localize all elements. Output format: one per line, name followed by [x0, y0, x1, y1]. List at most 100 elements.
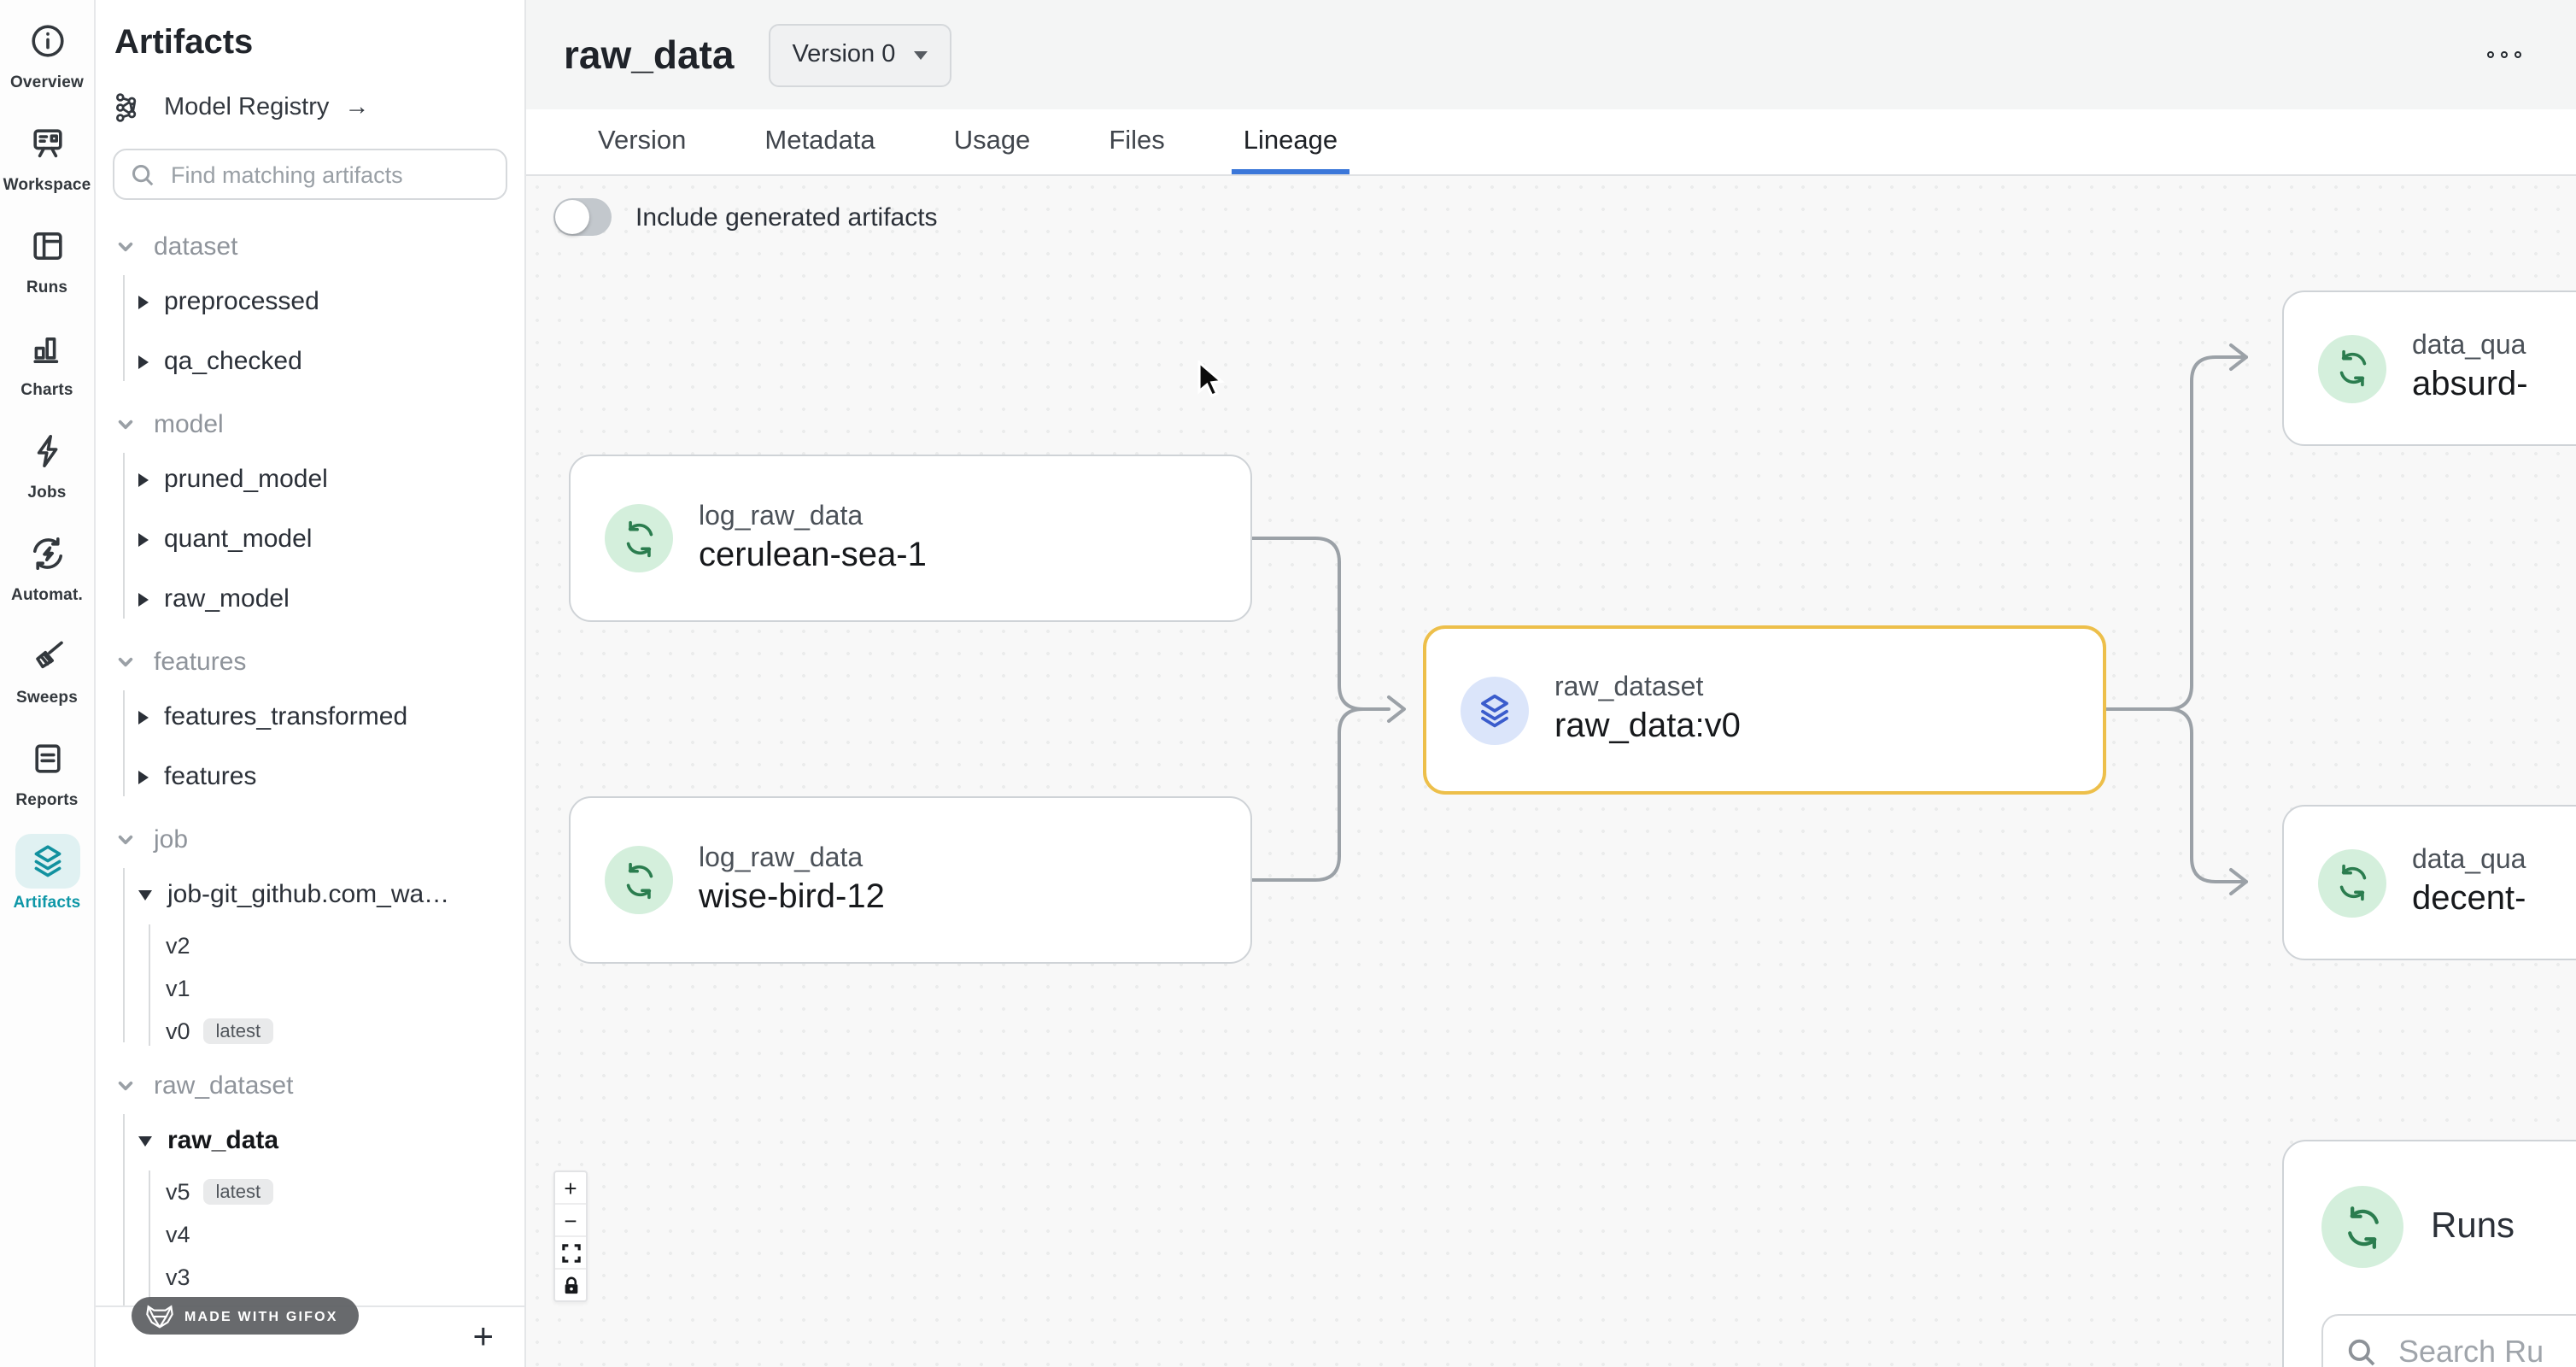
- zoom-in-button[interactable]: +: [555, 1172, 586, 1205]
- chevron-down-icon: [118, 419, 133, 429]
- sidebar-title: Artifacts: [114, 24, 254, 62]
- tree-section-header[interactable]: features: [116, 636, 524, 687]
- triangle-right-icon: [138, 770, 149, 783]
- artifact-search-input[interactable]: [167, 160, 490, 189]
- model-registry-label: Model Registry: [164, 94, 330, 121]
- version-dropdown-button[interactable]: Version 0: [768, 23, 952, 86]
- dataset-layers-icon: [1461, 676, 1529, 744]
- canvas-zoom-controls: + −: [553, 1170, 588, 1302]
- tree-item[interactable]: features_transformed: [116, 687, 524, 747]
- node-type-label: log_raw_data: [699, 502, 864, 531]
- rail-item-sweeps[interactable]: Sweeps: [3, 629, 91, 707]
- rail-item-overview[interactable]: Overview: [3, 14, 91, 92]
- node-type-label: data_qua: [2412, 331, 2526, 361]
- version-row[interactable]: v4: [166, 1222, 190, 1247]
- fit-view-button[interactable]: [555, 1237, 586, 1270]
- tab-usage[interactable]: Usage: [953, 126, 1031, 155]
- triangle-right-icon: [138, 472, 149, 486]
- tab-files[interactable]: Files: [1109, 126, 1165, 155]
- triangle-right-icon: [138, 355, 149, 368]
- automation-cycle-icon: [15, 526, 79, 581]
- lineage-canvas[interactable]: Include generated artifacts log_raw_data…: [526, 176, 2576, 1367]
- tree-item[interactable]: job-git_github.com_wa…: [116, 865, 524, 924]
- triangle-right-icon: [138, 710, 149, 724]
- tab-lineage[interactable]: Lineage: [1231, 109, 1350, 174]
- runs-panel[interactable]: Runs: [2282, 1140, 2576, 1367]
- node-name: cerulean-sea-1: [699, 536, 927, 573]
- include-generated-toggle[interactable]: [553, 198, 612, 236]
- tree-item[interactable]: raw_model: [116, 569, 524, 629]
- run-icon: [605, 504, 673, 572]
- zoom-out-button[interactable]: −: [555, 1205, 586, 1237]
- mouse-cursor: [1197, 361, 1225, 398]
- chevron-down-icon: [118, 1080, 133, 1090]
- rail-item-label: Reports: [15, 791, 79, 810]
- node-name: wise-bird-12: [699, 877, 885, 915]
- tab-version[interactable]: Version: [598, 126, 687, 155]
- runs-panel-title: Runs: [2431, 1206, 2515, 1246]
- triangle-down-icon: [138, 889, 152, 900]
- overflow-menu-button[interactable]: [2476, 41, 2532, 69]
- model-registry-link[interactable]: Model Registry →: [114, 91, 524, 125]
- search-icon: [2348, 1338, 2375, 1365]
- rail-item-reports[interactable]: Reports: [3, 731, 91, 810]
- tree-section-header[interactable]: dataset: [116, 220, 524, 272]
- nav-rail: Overview Workspace Runs Charts Jobs Auto…: [0, 0, 96, 1367]
- info-icon: [15, 14, 79, 68]
- run-icon: [605, 846, 673, 914]
- rail-item-charts[interactable]: Charts: [3, 321, 91, 400]
- rail-item-artifacts[interactable]: Artifacts: [3, 834, 91, 912]
- chevron-down-icon: [914, 50, 928, 59]
- rail-item-runs[interactable]: Runs: [3, 219, 91, 297]
- lock-button[interactable]: [555, 1270, 586, 1300]
- version-row[interactable]: v1: [166, 976, 190, 1001]
- tab-metadata[interactable]: Metadata: [764, 126, 875, 155]
- tree-item[interactable]: preprocessed: [116, 272, 524, 331]
- tree-item[interactable]: pruned_model: [116, 449, 524, 509]
- broom-icon: [15, 629, 79, 684]
- artifacts-layers-icon: [15, 834, 79, 889]
- version-row[interactable]: v3: [166, 1264, 190, 1290]
- version-row[interactable]: v2: [166, 933, 190, 959]
- chevron-down-icon: [118, 241, 133, 251]
- tree-section-header[interactable]: raw_dataset: [116, 1059, 524, 1111]
- gifox-watermark: MADE WITH GIFOX: [132, 1297, 359, 1335]
- generated-artifacts-toggle-row: Include generated artifacts: [553, 198, 938, 236]
- tree-section-header[interactable]: job: [116, 813, 524, 865]
- arrow-right-icon: →: [344, 94, 370, 121]
- run-icon: [2318, 334, 2386, 402]
- runs-search-box: [2321, 1314, 2576, 1367]
- rail-item-workspace[interactable]: Workspace: [3, 116, 91, 195]
- rail-item-automations[interactable]: Automat.: [3, 526, 91, 605]
- tree-item-raw-data[interactable]: raw_data: [116, 1111, 524, 1170]
- workspace-icon: [15, 116, 79, 171]
- add-artifact-button[interactable]: +: [472, 1317, 494, 1357]
- tree-section-model: model pruned_model quant_model raw_model: [116, 398, 524, 629]
- tree-item[interactable]: features: [116, 747, 524, 807]
- artifact-title: raw_data: [564, 32, 735, 76]
- node-name: raw_data:v0: [1554, 707, 1741, 745]
- fox-icon: [146, 1304, 173, 1328]
- tree-item[interactable]: qa_checked: [116, 331, 524, 391]
- rail-item-jobs[interactable]: Jobs: [3, 424, 91, 502]
- node-type-label: log_raw_data: [699, 843, 864, 872]
- triangle-right-icon: [138, 295, 149, 308]
- lineage-node-cerulean-sea-1[interactable]: log_raw_data cerulean-sea-1: [569, 455, 1252, 622]
- runs-search-input[interactable]: [2395, 1332, 2576, 1367]
- rail-item-label: Automat.: [11, 586, 83, 605]
- node-type-label: data_qua: [2412, 846, 2526, 875]
- tree-section-header[interactable]: model: [116, 398, 524, 449]
- tree-section-dataset: dataset preprocessed qa_checked: [116, 220, 524, 391]
- lineage-node-wise-bird-12[interactable]: log_raw_data wise-bird-12: [569, 796, 1252, 964]
- latest-badge: latest: [203, 1179, 273, 1205]
- artifact-tabs: Version Metadata Usage Files Lineage: [526, 109, 2576, 176]
- tree-item[interactable]: quant_model: [116, 509, 524, 569]
- fit-view-icon: [561, 1243, 580, 1262]
